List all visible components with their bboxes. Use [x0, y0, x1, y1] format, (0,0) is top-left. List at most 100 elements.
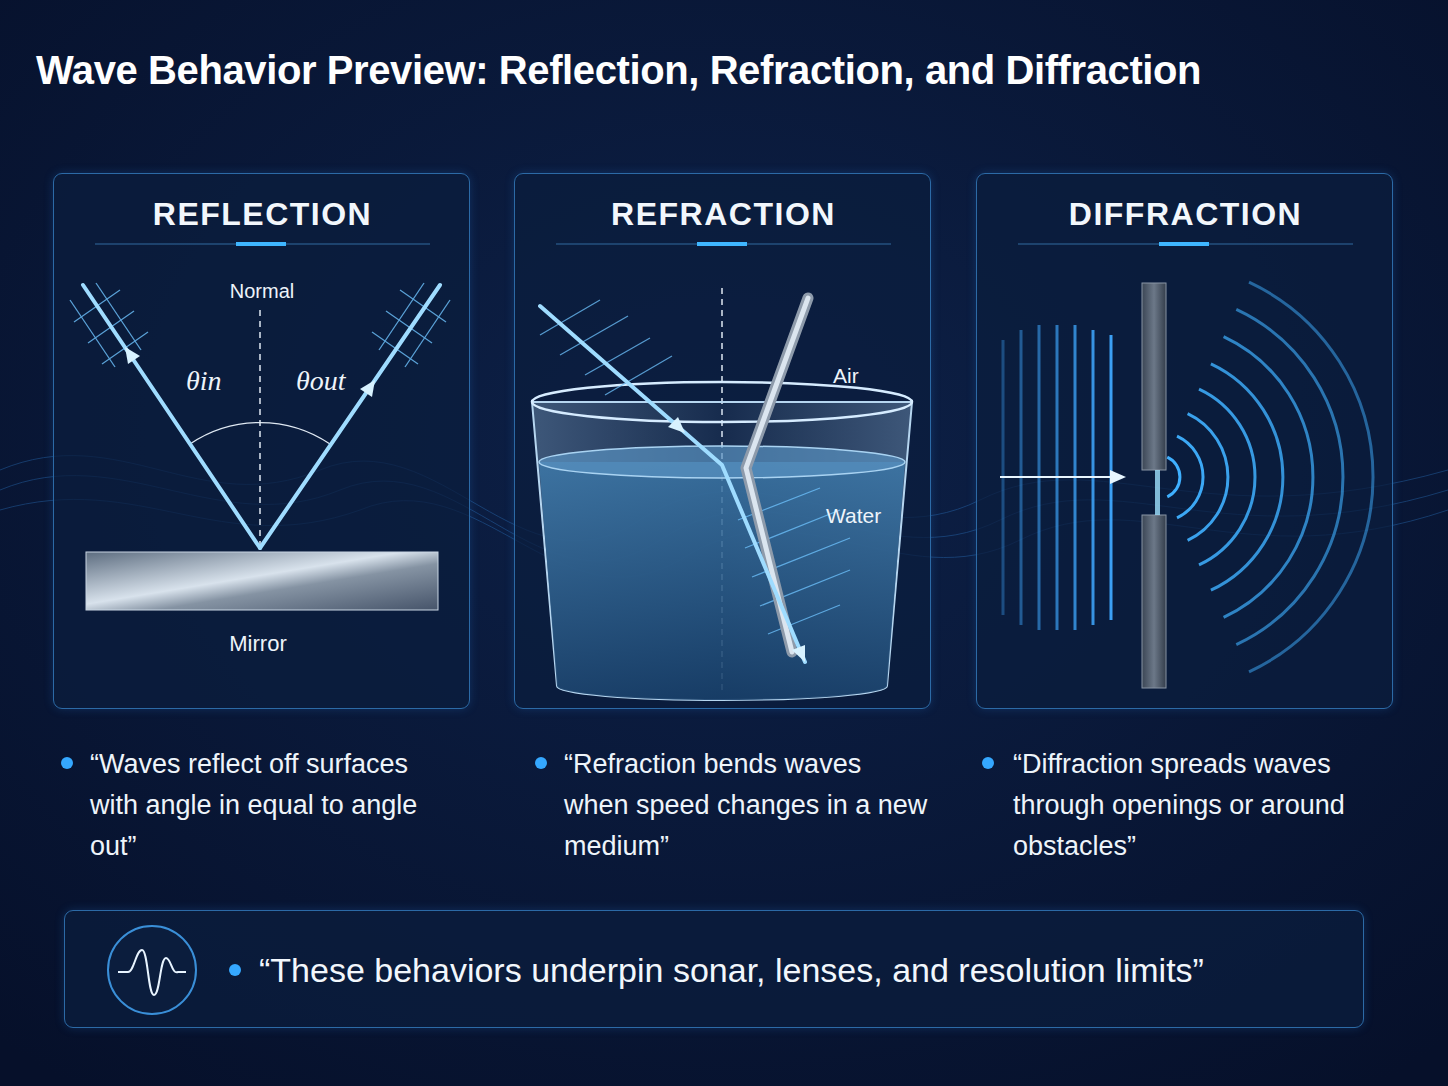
svg-rect [976, 173, 1393, 709]
panel-box: REFRACTION [514, 173, 931, 709]
svg-line [556, 243, 891, 245]
slit-glow [1155, 470, 1160, 515]
bullet-note: “Waves reflect off surfaces with angle i… [90, 744, 462, 867]
svg-polygon [668, 417, 685, 433]
svg-line [236, 242, 286, 246]
svg-polyline [746, 298, 808, 652]
refraction-illustration [532, 288, 912, 700]
svg-path [1188, 414, 1228, 541]
wave-icon [108, 926, 196, 1014]
diffraction-illustration [1000, 282, 1373, 688]
svg-line [95, 243, 430, 245]
svg-rect [1142, 515, 1166, 688]
svg-circle [61, 757, 73, 769]
svg-line [96, 283, 141, 350]
normal-line [259, 310, 261, 548]
svg-line [83, 285, 260, 548]
svg-path [1249, 282, 1373, 672]
svg-line [379, 283, 424, 350]
straw-symbol [746, 298, 808, 652]
panel-heading: REFRACTION [515, 194, 932, 234]
heading-underlines [95, 244, 1353, 245]
light-ray [540, 306, 805, 662]
svg-line [745, 510, 840, 548]
axis-label: Normal [202, 279, 322, 303]
svg-line [1020, 330, 1023, 625]
bullet-note: “Refraction bends waves when speed chang… [564, 744, 929, 867]
bullet-dots [61, 757, 994, 976]
svg-line [405, 300, 450, 367]
svg-line [74, 290, 120, 322]
svg-path [118, 950, 186, 995]
part-label: Mirror [188, 631, 328, 657]
svg-path [1224, 337, 1313, 618]
direction-arrow [1000, 476, 1112, 478]
svg-line [260, 285, 440, 548]
svg-rect [53, 173, 470, 709]
summary-band: “These behaviors underpin sonar, lenses,… [64, 910, 1364, 1028]
water-surface [539, 446, 905, 478]
svg-line [752, 538, 850, 577]
svg-line [738, 488, 820, 520]
svg-circle [535, 757, 547, 769]
barrier-symbol [1142, 283, 1166, 688]
svg-line [540, 300, 600, 335]
svg-circle [982, 757, 994, 769]
arrowhead [1110, 470, 1126, 484]
svg-polyline [746, 298, 808, 652]
ray-arrowheads [125, 347, 375, 397]
svg-line [70, 300, 115, 367]
svg-line [1002, 340, 1005, 615]
panel-heading: DIFFRACTION [977, 194, 1394, 234]
normal-line [721, 288, 723, 690]
svg-line [386, 311, 432, 343]
svg-line [1159, 242, 1209, 246]
circular-wavefronts [1167, 282, 1373, 672]
ray-arrowheads [668, 417, 805, 662]
svg-circle [229, 964, 241, 976]
svg-rect [64, 910, 1364, 1028]
wavefront-lines [540, 300, 850, 634]
light-rays [83, 285, 440, 548]
summary-text: “These behaviors underpin sonar, lenses,… [259, 950, 1349, 990]
medium-label: Air [833, 363, 893, 388]
svg-path [1211, 364, 1283, 590]
svg-line [102, 332, 148, 364]
svg-polygon [360, 380, 375, 397]
svg-path [1167, 457, 1180, 497]
bullet-note: “Diffraction spreads waves through openi… [1013, 744, 1388, 867]
svg-rect [1142, 283, 1166, 470]
svg-line [585, 338, 650, 375]
svg-line [1038, 325, 1041, 630]
title-rule [36, 126, 1410, 128]
diagram-title: Wave Behavior Preview: Reflection, Refra… [36, 44, 1201, 96]
svg-circle [108, 926, 196, 1014]
svg-line [760, 570, 850, 606]
angle-label: θout [296, 364, 376, 398]
cup-rim [532, 382, 912, 422]
svg-polygon [792, 645, 805, 662]
glass-cup [532, 402, 912, 700]
svg-path [1177, 436, 1203, 518]
svg-polygon [125, 347, 140, 364]
svg-line [1074, 325, 1077, 630]
svg-line [605, 356, 672, 395]
svg-rect [514, 173, 931, 709]
panel-box: REFLECTION [53, 173, 470, 709]
svg-line [1110, 335, 1113, 620]
plane-wavefronts [1003, 325, 1111, 630]
reflection-illustration [70, 283, 450, 610]
svg-path [1236, 309, 1343, 644]
medium-label: Water [826, 503, 906, 528]
svg-path [1199, 389, 1255, 565]
svg-line [372, 332, 418, 364]
angle-arc [190, 423, 330, 444]
panel-box: DIFFRACTION [976, 173, 1393, 709]
svg-line [400, 290, 446, 322]
